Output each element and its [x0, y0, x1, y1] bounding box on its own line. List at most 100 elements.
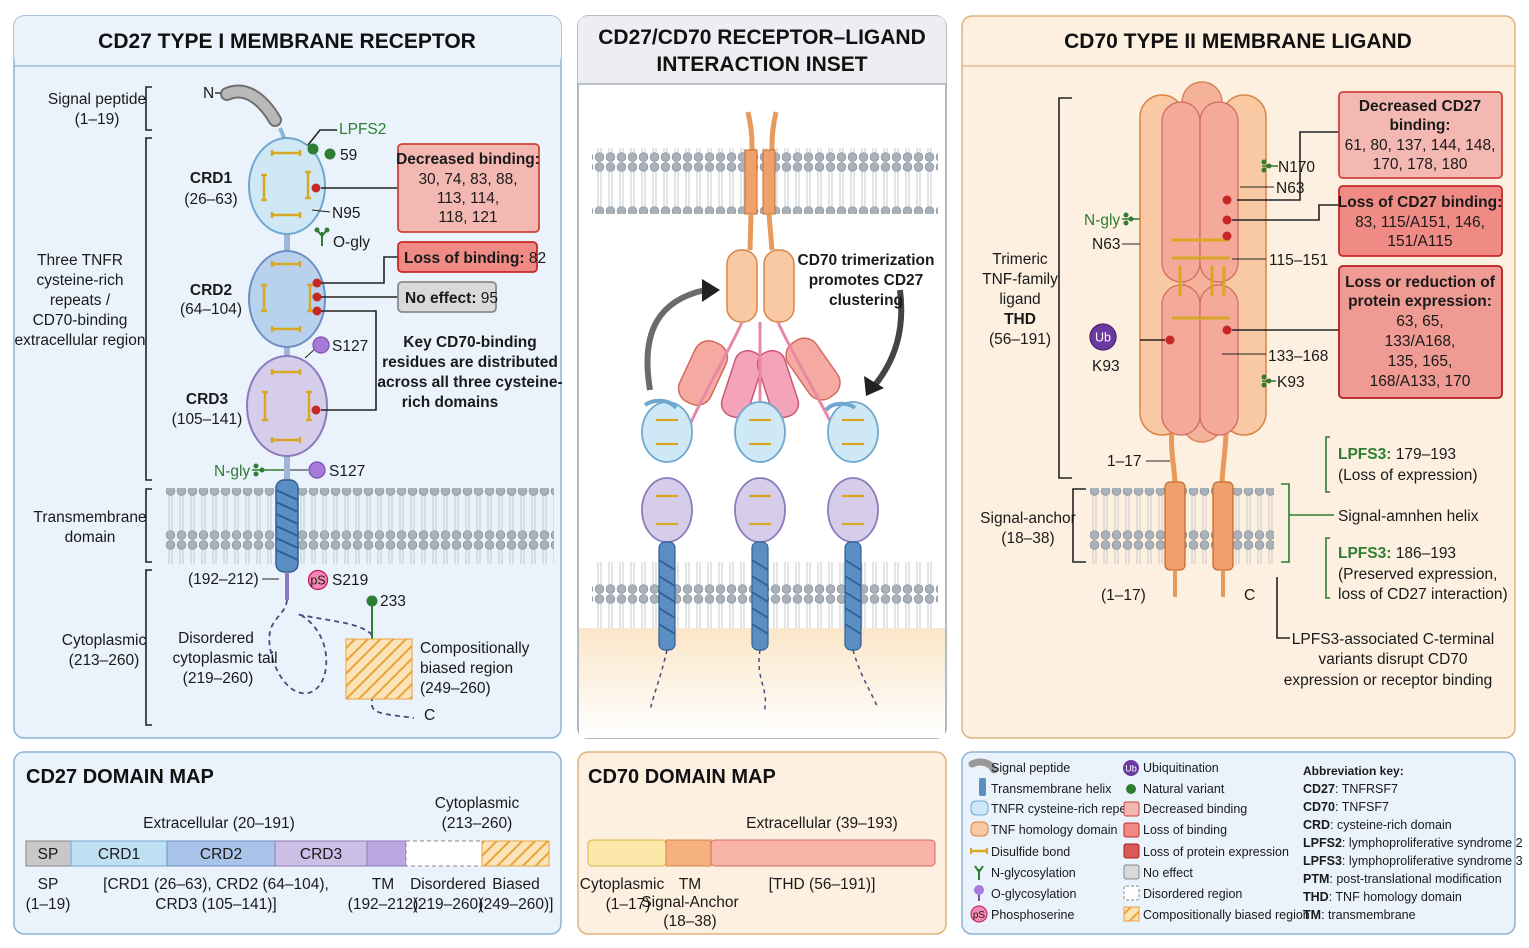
lpfs3a-text: LPFS3: 179–193	[1338, 446, 1456, 463]
key-note-line-1: Key CD70-binding	[403, 334, 536, 351]
crd2-label: CRD2	[190, 282, 232, 299]
cd27-disulfide-bonds	[261, 150, 313, 443]
n-gly-label: N-gly	[214, 463, 250, 480]
decreased-binding-box	[397, 143, 540, 233]
cd70-expr-title-1: Loss or reduction of	[1345, 274, 1496, 291]
cd27-map-seg-crd1: CRD1	[98, 846, 140, 863]
crd3-label: CRD3	[186, 391, 229, 408]
tm-helix-icon	[979, 778, 986, 796]
thd-icon	[970, 821, 989, 837]
legend-panel: pS Signal peptide Transmembrane helix TN…	[961, 751, 1523, 935]
inset-note-line-2: promotes CD27	[809, 272, 924, 289]
legend-col2-2: Decreased binding	[1143, 802, 1247, 816]
variant-dot	[312, 306, 322, 316]
crd1-label: CRD1	[190, 170, 233, 187]
cd70-expr-line-2: 133/A168,	[1385, 333, 1456, 350]
s127-label-b: S127	[329, 463, 365, 480]
decreased-binding-title: Decreased binding:	[396, 151, 540, 168]
legend-col2-7: Compositionally biased region	[1143, 908, 1310, 922]
cd70-expr-line-3: 135, 165,	[1388, 353, 1453, 370]
cd70-domain-map: CD70 DOMAIN MAP Extracellular (39–193) C…	[577, 751, 947, 935]
o-glycosylation-icon	[974, 885, 984, 901]
thd-label: THD	[1004, 311, 1036, 328]
cytoplasmic-line-1: Cytoplasmic	[62, 632, 147, 649]
tail-line-1: Disordered	[178, 630, 254, 647]
cd70-map-cyto-1: Cytoplasmic	[580, 876, 665, 893]
legend-ps-glyph: pS	[973, 910, 986, 921]
cd27-map-bia-label-1: Biased	[492, 876, 539, 893]
n95-label: N95	[332, 205, 360, 222]
disordered-region-icon	[1123, 885, 1140, 901]
cd27-map-dis-label-1: Disordered	[410, 876, 486, 893]
cd70-map-tm	[665, 839, 712, 867]
cd27-map-sp-label-1: SP	[38, 876, 59, 893]
ubiquitination-icon	[1089, 323, 1117, 351]
range-1-17-b: (1–17)	[1101, 587, 1146, 604]
crd1-range: (26–63)	[184, 191, 237, 208]
cd27-map-tm-label-1: TM	[372, 876, 394, 893]
tnfr-crd-icon	[970, 800, 989, 816]
cd70-map-title: CD70 DOMAIN MAP	[588, 766, 776, 788]
crd2-domain	[248, 250, 326, 348]
tm-domain-line-2: domain	[65, 529, 116, 546]
cd27-c-terminus: C	[424, 707, 435, 724]
cd27-panel-title: CD27 TYPE I MEMBRANE RECEPTOR	[98, 30, 476, 53]
legend-col2-5: No effect	[1143, 866, 1193, 880]
cd27-map-biased	[481, 840, 550, 867]
range-1-17: 1–17	[1107, 453, 1141, 470]
variant-233-label: 233	[380, 593, 406, 610]
crd-region-line-1: Three TNFR	[37, 252, 123, 269]
cd70-panel-title: CD70 TYPE II MEMBRANE LIGAND	[1064, 30, 1412, 53]
o-gly-label: O-gly	[333, 234, 370, 251]
loss-binding-icon	[1123, 822, 1140, 838]
legend-col1-2: TNFR cysteine-rich repeat	[991, 802, 1137, 816]
no-effect-text: No effect: 95	[405, 290, 498, 307]
abbr-row: TM: transmembrane	[1303, 908, 1416, 922]
loss-of-binding-box	[397, 241, 538, 273]
cd70-map-tm-3: (18–38)	[663, 913, 716, 930]
cd27-tm-helix	[275, 479, 299, 573]
cytoplasmic-line-2: (213–260)	[69, 652, 140, 669]
legend-col1-3: TNF homology domain	[991, 823, 1117, 837]
range-115-151: 115–151	[1269, 252, 1328, 269]
legend-col2-1: Natural variant	[1143, 782, 1225, 796]
cd27-map-cyto-2: (213–260)	[442, 815, 513, 832]
n170-label: N170	[1278, 159, 1315, 176]
lpfs3b-note-1: (Preserved expression,	[1338, 566, 1497, 583]
inset-title-line-2: INTERACTION INSET	[656, 53, 867, 76]
natural-variant-icon	[366, 595, 378, 607]
abbr-row: LPFS3: lymphoproliferative syndrome 3	[1303, 854, 1523, 868]
biased-line-3: (249–260)	[420, 680, 491, 697]
abbr-row: CD27: TNFRSF7	[1303, 782, 1398, 796]
o-glycosylation-icon	[308, 461, 326, 479]
range-133-168: 133–168	[1268, 348, 1328, 365]
trimeric-line-1: Trimeric	[992, 251, 1048, 268]
s219-label: S219	[332, 572, 368, 589]
abbr-row: LPFS2: lymphoproliferative syndrome 2	[1303, 836, 1523, 850]
ub-glyph: Ub	[1095, 331, 1111, 345]
legend-col1-1: Transmembrane helix	[991, 782, 1112, 796]
variant-dot	[311, 405, 321, 415]
clustering-arrow-left	[644, 287, 706, 391]
cd70-map-thd-label: [THD (56–191)]	[769, 876, 876, 893]
cd70-loss-line-1: 83, 115/A151, 146,	[1355, 214, 1485, 231]
cd27-panel: CD27 TYPE I MEMBRANE RECEPTOR Signal pep…	[13, 15, 563, 739]
abbr-row: CRD: cysteine-rich domain	[1303, 818, 1452, 832]
inset-note-line-1: CD70 trimerization	[798, 252, 935, 269]
inset-note-line-3: clustering	[829, 292, 903, 309]
legend-col2-6: Disordered region	[1143, 887, 1242, 901]
n-glycosylation-icon	[974, 865, 984, 880]
cd27-map-crd3	[274, 840, 368, 867]
cd27-map-sp	[25, 840, 72, 867]
cd27-map-crd-label-2: CRD3 (105–141)]	[155, 896, 276, 913]
k93-left-label: K93	[1092, 358, 1120, 375]
clustering-arrow-right	[872, 289, 905, 387]
cterm-note-line-1: LPFS3-associated C-terminal	[1292, 631, 1494, 648]
biased-line-2: biased region	[420, 660, 513, 677]
signal-anchor-line-2: (18–38)	[1001, 530, 1054, 547]
cd70-decreased-title-1: Decreased CD27	[1359, 98, 1481, 115]
cd70-decreased-line-1: 61, 80, 137, 144, 148,	[1345, 137, 1496, 154]
cd70-expr-title-2: protein expression:	[1348, 293, 1492, 310]
cd70-decreased-title-2: binding:	[1389, 117, 1450, 134]
